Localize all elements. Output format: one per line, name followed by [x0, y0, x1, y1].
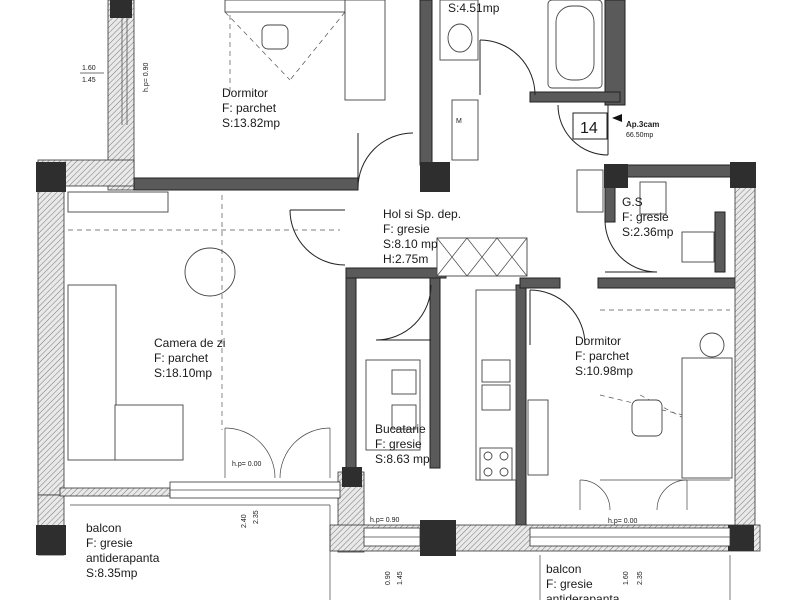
furniture: [67, 0, 733, 600]
room-dormitor-right-name: Dormitor: [575, 334, 621, 348]
apartment-tag: 14 Ap.3cam 66.50mp: [572, 112, 659, 140]
dim-w1-hp: h.p= 0.90: [143, 63, 150, 92]
wall-bedroom2-top: [519, 277, 561, 289]
chair-icon: [261, 24, 289, 50]
cabinet-mark: M: [456, 118, 462, 125]
lamp-icon: [699, 332, 725, 358]
room-balcon-right-floor2: antiderapanta: [546, 592, 620, 600]
room-kitchen-name: Bucatarie: [375, 422, 426, 436]
room-gs-area: S:2.36mp: [622, 225, 674, 239]
bed-2: [681, 357, 733, 479]
apartment-number: 14: [580, 120, 598, 137]
room-dormitor-right-floor: F: parchet: [575, 349, 630, 363]
wall-bedroom2-left: [515, 284, 527, 526]
armchair-icon: [184, 247, 236, 297]
room-balcon-right-name: balcon: [546, 562, 581, 576]
outer-wall-left: [37, 164, 65, 496]
room-dormitor-top-area: S:13.82mp: [222, 116, 280, 130]
sofa-ottoman: [114, 404, 184, 461]
room-gs-name: G.S: [622, 195, 643, 209]
room-hol-height: H:2.75m: [383, 252, 428, 266]
dim-door-living-hp: h.p= 0.00: [232, 461, 261, 468]
gs-sink-icon: [639, 181, 667, 215]
room-hol-area: S:8.10 mp: [383, 237, 438, 251]
apartment-type: Ap.3cam: [626, 120, 659, 129]
dim-kitchen-hp: h.p= 0.90: [370, 517, 399, 524]
wardrobe: [344, 0, 386, 101]
room-kitchen-area: S:8.63 mp: [375, 452, 430, 466]
room-hol-name: Hol si Sp. dep.: [383, 207, 461, 221]
arrow-icon: [612, 114, 622, 122]
wall-hall-bottom: [345, 267, 447, 279]
cabinet: [451, 99, 479, 161]
apartment-area: 66.50mp: [626, 132, 653, 139]
dim-w1-bottom: 1.45: [82, 77, 96, 84]
wall-bath-right: [604, 0, 626, 106]
sofa: [67, 284, 117, 461]
bed: [224, 0, 346, 13]
room-hol-floor: F: gresie: [383, 222, 430, 236]
wall-bedroom-bottom: [133, 177, 359, 191]
room-balcon-left-area: S:8.35mp: [86, 566, 138, 580]
room-balcon-left-name: balcon: [86, 521, 121, 535]
room-balcon-right-floor: F: gresie: [546, 577, 593, 591]
outer-wall-right: [734, 164, 756, 551]
dim-living-b: 2.35: [253, 510, 260, 524]
windows: [121, 18, 731, 547]
room-living-area: S:18.10mp: [154, 366, 212, 380]
room-dormitor-top-floor: F: parchet: [222, 101, 277, 115]
window-dims: 1.60 1.45 h.p= 0.90 h.p= 0.00 2.40 2.35 …: [80, 63, 644, 585]
room-balcon-left-floor: F: gresie: [86, 536, 133, 550]
dim-living-a: 2.40: [241, 514, 248, 528]
desk-chair-icon: [631, 399, 663, 437]
room-living-name: Camera de zi: [154, 336, 225, 350]
room-labels: Dormitor F: parchet S:13.82mp S:4.51mp H…: [86, 1, 674, 600]
dim-kitchen-a: 0.90: [385, 571, 392, 585]
wall-bath-bottom: [529, 91, 621, 103]
washing-machine: [576, 169, 604, 213]
stove-icon: [479, 447, 513, 481]
wardrobe-2: [527, 399, 549, 476]
room-gs-floor: F: gresie: [622, 210, 669, 224]
wall-bedroom-left: [107, 0, 135, 191]
toilet-icon: [681, 231, 715, 263]
columns: [36, 0, 756, 556]
wall-kitchen-right: [429, 267, 441, 469]
room-living-floor: F: parchet: [154, 351, 209, 365]
wall-living-bottom-a: [59, 487, 171, 497]
dim-bed-b: 2.35: [637, 571, 644, 585]
tv-unit: [67, 191, 169, 213]
room-dormitor-right-area: S:10.98mp: [575, 364, 633, 378]
room-kitchen-floor: F: gresie: [375, 437, 422, 451]
room-balcon-left-floor2: antiderapanta: [86, 551, 160, 565]
dim-bed-a: 1.60: [623, 571, 630, 585]
room-baie-area: S:4.51mp: [448, 1, 500, 15]
wall-gs-right: [714, 211, 726, 273]
doors: [224, 39, 688, 511]
wall-gs-bottom: [597, 277, 739, 289]
wall-kitchen-left: [345, 267, 357, 469]
apartment-number-box: [572, 112, 608, 140]
dim-door-bed-hp: h.p= 0.00: [608, 518, 637, 525]
room-dormitor-top-name: Dormitor: [222, 86, 268, 100]
dim-kitchen-b: 1.45: [397, 571, 404, 585]
sink-kitchen-icon: [481, 359, 511, 383]
wall-bath-left: [419, 0, 433, 166]
dim-w1-top: 1.60: [82, 65, 96, 72]
